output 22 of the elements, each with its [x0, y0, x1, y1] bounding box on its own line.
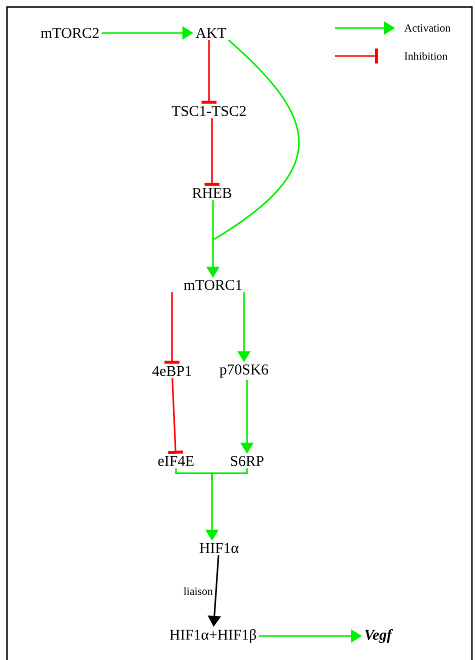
arrow [202, 40, 216, 104]
protein-label: Vegf [365, 629, 393, 643]
line [212, 40, 300, 241]
line [211, 468, 248, 480]
legend-label: Inhibition [404, 52, 448, 60]
protein-label: HIF1α [200, 542, 238, 554]
arrow [204, 118, 220, 186]
protein-label: HIF1α+HIF1β [170, 629, 256, 643]
edge-label: liaison [182, 586, 214, 596]
arrow [164, 292, 180, 364]
protein-label: mTORC2 [40, 28, 99, 38]
protein-label: TSC1-TSC2 [172, 106, 246, 116]
protein-label: 4eBP1 [152, 366, 192, 376]
protein-label: RHEB [192, 188, 232, 198]
protein-label: mTORC1 [184, 280, 242, 290]
protein-label: AKT [196, 28, 226, 38]
legend-label: Activation [404, 24, 450, 32]
arrow [168, 378, 184, 454]
line [212, 200, 214, 240]
protein-label: S6RP [230, 456, 264, 466]
protein-label: p70SK6 [220, 364, 268, 378]
protein-label: eIF4E [158, 456, 194, 466]
